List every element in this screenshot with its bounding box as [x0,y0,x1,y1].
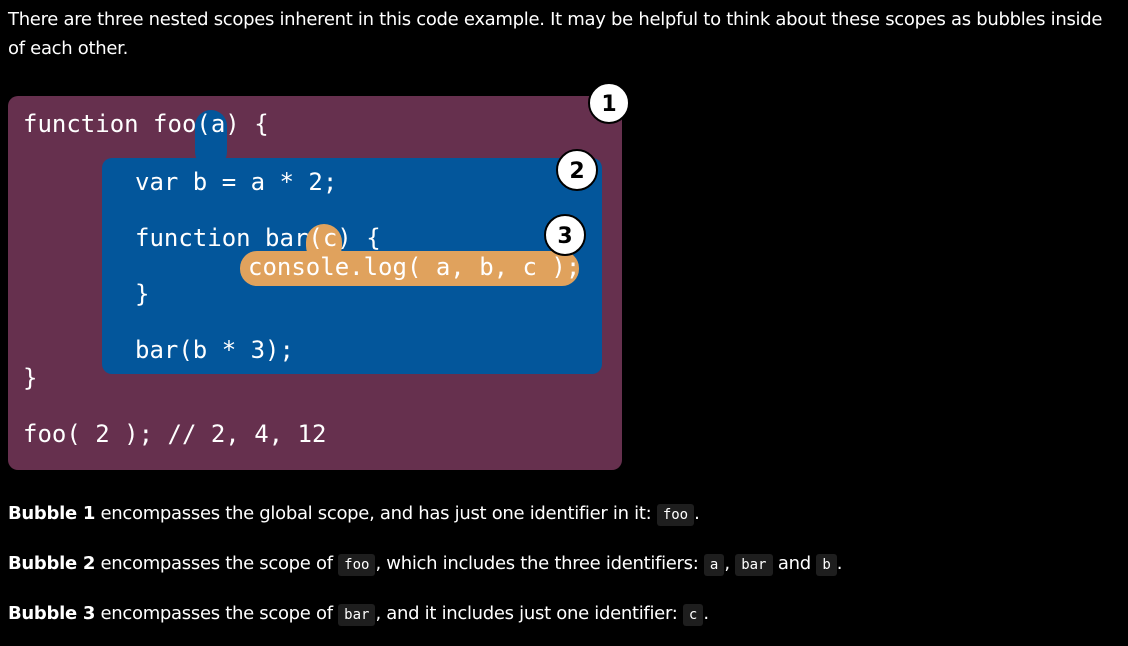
inline-code-c: c [682,604,704,626]
bubble-3-label: Bubble 3 [8,603,96,624]
inline-code-bar: bar [735,554,773,576]
desc-text: encompasses the scope of [95,603,339,624]
inline-code-bar: bar [338,604,376,626]
desc-text: , and it includes just one identifier: [375,603,683,624]
code-line-console: console.log( a, b, c ); [248,253,581,281]
desc-text: and [772,553,817,574]
bubble-3-bar-scope [240,251,579,286]
desc-text: , which includes the three identifiers: [375,553,704,574]
inline-code-foo: foo [338,554,376,576]
code-line-bar-start: function bar(c) { [135,224,381,252]
inline-code-a: a [703,554,725,576]
desc-text: . [836,553,843,574]
bubble-1-description: Bubble 1 encompasses the global scope, a… [8,500,700,529]
inline-code-b: b [816,554,837,576]
bubble-2-description: Bubble 2 encompasses the scope of foo, w… [8,550,842,579]
desc-text: . [703,603,709,624]
bubble-1-label: Bubble 1 [8,503,96,524]
intro-paragraph: There are three nested scopes inherent i… [8,9,1103,59]
code-line-foo-end: } [23,364,38,392]
code-line-foo-call: foo( 2 ); // 2, 4, 12 [23,420,327,448]
bubble-1-badge: 1 [588,82,630,124]
desc-text: encompasses the global scope, and has ju… [95,503,657,524]
bubble-2-badge: 2 [556,149,598,191]
scope-bubbles-figure: function foo(a) { var b = a * 2; functio… [8,80,648,480]
code-line-bar-call: bar(b * 3); [135,336,294,364]
code-line-foo-start: function foo(a) { [23,110,269,138]
inline-code-foo: foo [656,504,695,526]
bubble-3-badge: 3 [544,214,586,256]
code-line-bar-end: } [135,280,150,308]
bubble-3-description: Bubble 3 encompasses the scope of bar, a… [8,600,709,629]
desc-text: . [694,503,700,524]
desc-text: , [724,553,736,574]
bubble-2-label: Bubble 2 [8,553,96,574]
desc-text: encompasses the scope of [95,553,339,574]
code-line-var: var b = a * 2; [135,168,338,196]
